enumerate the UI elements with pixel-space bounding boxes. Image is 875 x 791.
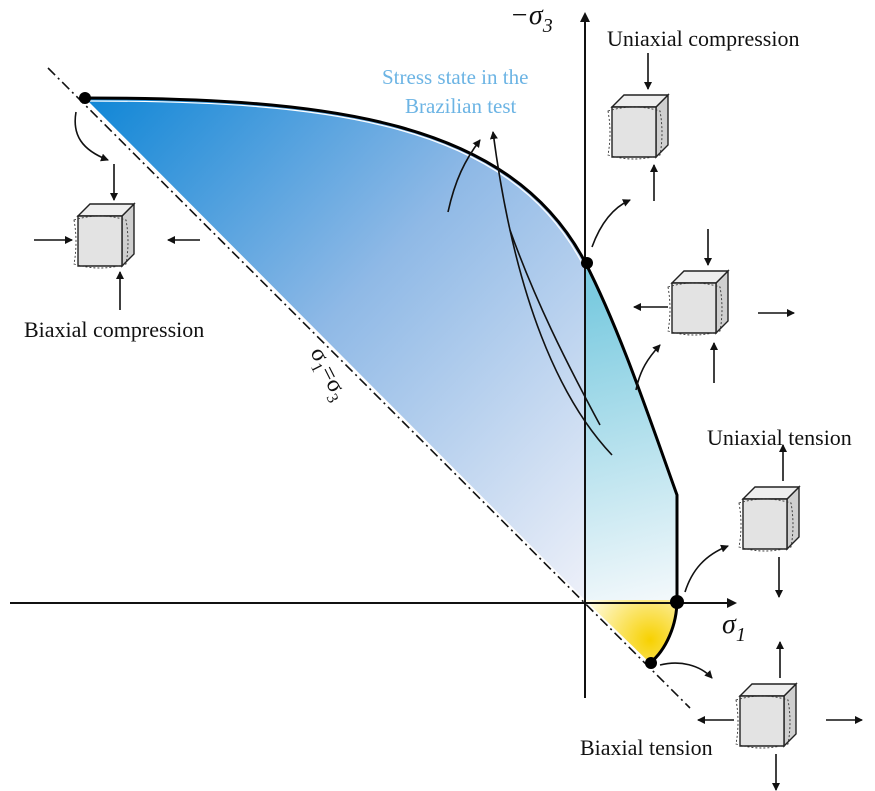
pointer-uniaxial	[635, 344, 661, 391]
brazilian-label-line1: Stress state in the	[382, 65, 528, 89]
brazilian-curve-2	[489, 131, 613, 456]
cube-biaxial-compression	[34, 164, 200, 310]
y-axis-label: −σ3	[510, 0, 553, 37]
pointer-biaxial-tension	[659, 662, 713, 679]
point-uniaxial-compression	[581, 257, 593, 269]
cube-uniaxial-tension	[738, 444, 800, 598]
label-biaxial-tension: Biaxial tension	[580, 735, 713, 760]
point-biaxial-tension	[645, 657, 657, 669]
uniaxial-region	[585, 262, 677, 600]
compression-region	[85, 98, 585, 600]
brazilian-curve-3	[509, 229, 601, 426]
label-biaxial-compression: Biaxial compression	[24, 317, 204, 342]
pointer-uniaxial-compression	[591, 199, 631, 248]
brazilian-label-line2: Brazilian test	[405, 94, 517, 118]
cube-biaxial-tension	[697, 641, 863, 791]
tension-region	[585, 600, 677, 663]
x-axis-label: σ1	[722, 609, 746, 646]
point-uniaxial-tension	[670, 595, 684, 609]
label-uniaxial-compression: Uniaxial compression	[607, 26, 799, 51]
point-biaxial-compression	[79, 92, 91, 104]
cube-compression-tension	[633, 229, 795, 383]
equal-stress-line	[47, 67, 691, 709]
cube-uniaxial-compression	[607, 53, 669, 201]
pointer-biaxial-compression	[74, 111, 109, 162]
envelope-highlight	[89, 100, 583, 264]
label-uniaxial-tension: Uniaxial tension	[707, 425, 852, 450]
brazilian-curve-1	[447, 139, 481, 213]
pointer-uniaxial-tension	[684, 544, 729, 593]
